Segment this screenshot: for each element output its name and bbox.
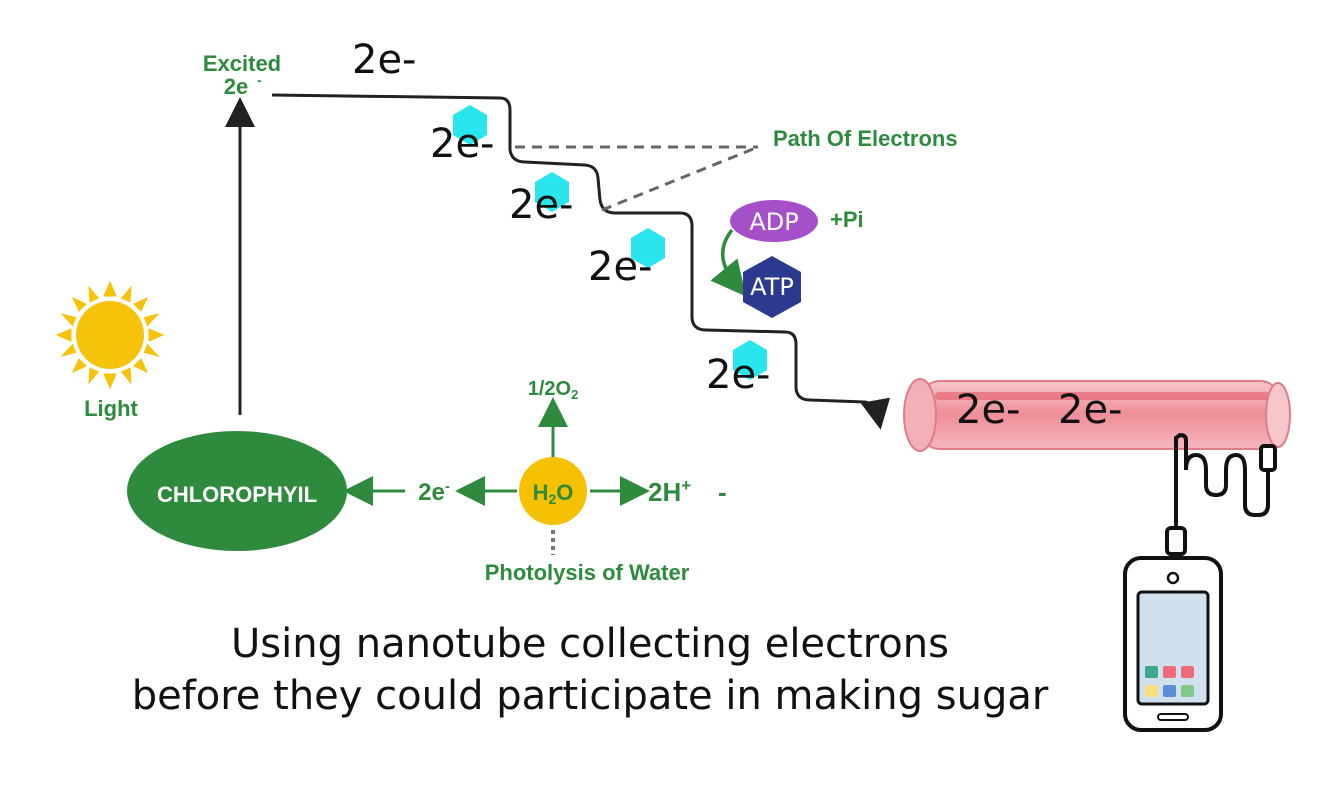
- excited-2e-superscript: -: [257, 72, 262, 88]
- electron-hexagon-icon: [535, 172, 569, 212]
- light-label: Light: [84, 396, 138, 421]
- nanotube-electron-1: 2e-: [956, 387, 1021, 433]
- electron-hexagon-icon: [733, 340, 767, 380]
- excited-2e-label: 2e: [224, 74, 248, 99]
- 2h-label: 2H+: [648, 476, 691, 507]
- electron-label-step4: 2e-: [706, 352, 771, 398]
- cable-icon: [1165, 432, 1277, 556]
- chlorophyll-label: CHLOROPHYIL: [157, 482, 317, 507]
- adp-badge: [730, 200, 818, 242]
- electron-hexagon-icon: [631, 228, 665, 268]
- chlorophyll-node: [127, 431, 347, 551]
- sun-icon: [55, 280, 165, 390]
- nanotube-electron-2: 2e-: [1058, 387, 1123, 433]
- smartphone-icon: [1123, 556, 1223, 732]
- electron-label-step3: 2e-: [588, 244, 653, 290]
- electron-path: [271, 93, 891, 430]
- nanotube-icon: [903, 378, 1291, 452]
- caption-line-2: before they could participate in making …: [131, 673, 1049, 719]
- adp-label: ADP: [749, 208, 798, 236]
- electron-label-top: 2e-: [352, 37, 417, 83]
- path-of-electrons-label: Path Of Electrons: [773, 126, 958, 151]
- trailing-dash: -: [718, 477, 727, 507]
- electron-label-step2: 2e-: [509, 182, 574, 228]
- left-2e-label: 2e-: [418, 478, 450, 506]
- atp-badge: [743, 256, 801, 318]
- half-o2-label: 1/2O2: [528, 378, 579, 402]
- atp-label: ATP: [750, 273, 794, 301]
- caption: Using nanotube collecting electrons befo…: [0, 618, 1180, 722]
- pi-label: +Pi: [830, 207, 864, 232]
- caption-line-1: Using nanotube collecting electrons: [231, 621, 949, 667]
- excited-label: Excited: [203, 51, 281, 76]
- path-pointer-2: [601, 145, 759, 212]
- water-node: [519, 457, 587, 525]
- photolysis-label: Photolysis of Water: [485, 560, 690, 585]
- adp-to-atp-arrow: [710, 228, 747, 297]
- electron-hexagon-icon: [453, 105, 487, 145]
- water-label: H2O: [533, 480, 574, 507]
- electron-label-step1: 2e-: [430, 121, 495, 167]
